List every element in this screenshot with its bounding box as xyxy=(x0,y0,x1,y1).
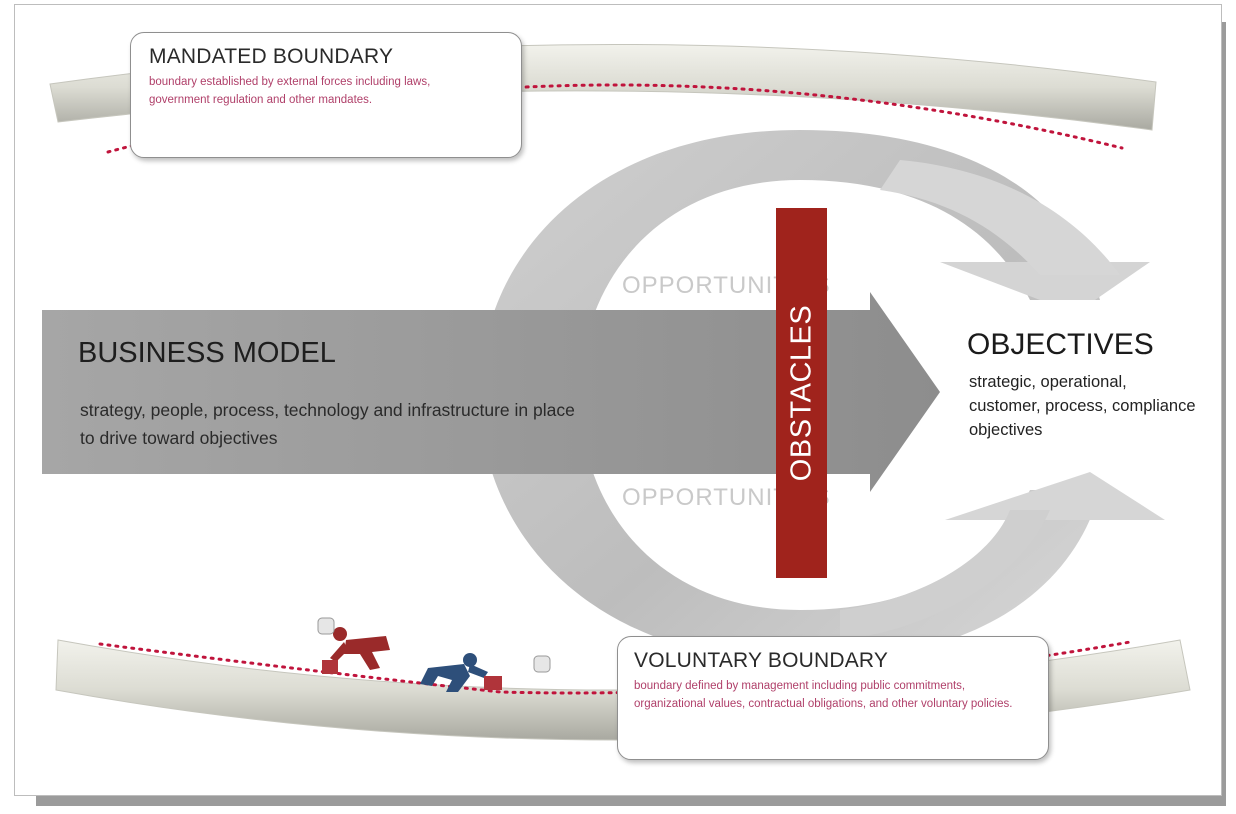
voluntary-boundary-description: boundary defined by management including… xyxy=(634,680,1013,710)
mandated-boundary-title: MANDATED BOUNDARY xyxy=(149,45,394,68)
mandated-boundary-box: MANDATED BOUNDARY boundary established b… xyxy=(130,32,522,158)
business-model-description: strategy, people, process, technology an… xyxy=(80,400,575,448)
bottom-dotted-boundary xyxy=(98,640,1132,695)
curved-arrow-bottom xyxy=(840,510,1050,640)
business-model-title: BUSINESS MODEL xyxy=(78,337,336,369)
curved-arrow-head-bottom xyxy=(945,472,1165,520)
objectives-description: strategic, operational, customer, proces… xyxy=(969,373,1196,439)
objectives-title: OBJECTIVES xyxy=(967,328,1154,361)
top-dotted-boundary xyxy=(106,83,1124,154)
voluntary-boundary-title: VOLUNTARY BOUNDARY xyxy=(634,649,889,672)
mandated-boundary-description: boundary established by external forces … xyxy=(149,76,431,106)
business-model-arrow xyxy=(42,292,940,492)
curved-arrow-top xyxy=(880,160,1120,275)
blue-person-figure xyxy=(420,653,551,692)
obstacles-label: OBSTACLES xyxy=(785,304,817,482)
red-person-figure xyxy=(317,617,390,674)
voluntary-boundary-box: VOLUNTARY BOUNDARY boundary defined by m… xyxy=(617,636,1049,760)
obstacles-bar: OBSTACLES xyxy=(776,208,827,578)
